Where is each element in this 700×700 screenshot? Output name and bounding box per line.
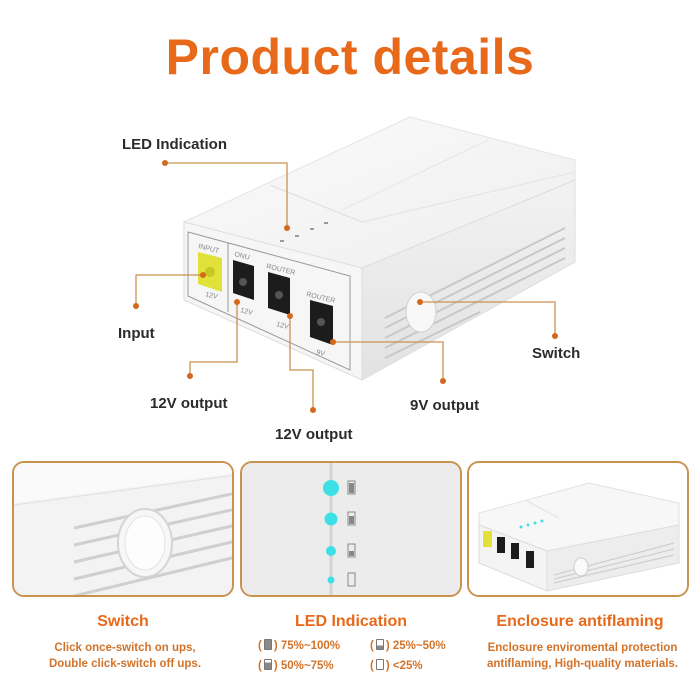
feature-title-enclosure: Enclosure antiflaming: [496, 613, 664, 630]
feature-desc-switch: Click once-switch on ups, Double click-s…: [0, 640, 250, 672]
enclosure-image: [469, 463, 687, 595]
callout-12v-output-onu: 12V output: [150, 395, 228, 412]
feature-desc-enclosure: Enclosure enviromental protection antifl…: [465, 640, 700, 672]
callout-input: Input: [118, 325, 155, 342]
battery-empty-icon: [375, 659, 384, 670]
svg-text:9V: 9V: [316, 349, 326, 358]
ups-device-illustration: INPUT 12V ONU 12V ROUTER 12V ROUTER 9V: [133, 116, 576, 413]
svg-text:12V: 12V: [276, 321, 290, 331]
feature-desc-line: Click once-switch on ups,: [54, 642, 196, 654]
feature-desc-line: Double click-switch off ups.: [48, 658, 202, 670]
battery-full-icon: [263, 639, 272, 650]
enclosure-panel: [467, 461, 689, 597]
svg-text:12V: 12V: [240, 307, 254, 317]
svg-text:ONU: ONU: [234, 251, 251, 262]
led-legend-item: () <25%: [370, 659, 423, 672]
led-1: [323, 480, 339, 496]
led-3: [326, 546, 336, 556]
led-closeup-panel: [240, 461, 462, 597]
led-legend-item: () 50%~75%: [258, 659, 334, 672]
led-2: [324, 512, 338, 526]
led-4: [327, 576, 335, 584]
battery-half-icon: [375, 639, 384, 650]
switch-closeup-image: [14, 463, 232, 595]
page-title: Product details: [165, 29, 535, 85]
switch-closeup-panel: [12, 461, 234, 597]
led-legend-item: () 75%~100%: [258, 639, 341, 652]
feature-title-led: LED Indication: [295, 613, 407, 630]
power-switch-button: [405, 291, 437, 333]
led-closeup-image: [242, 463, 460, 595]
callout-9v-output: 9V output: [410, 397, 480, 414]
callout-12v-output-router: 12V output: [275, 426, 353, 443]
feature-desc-line: Enclosure enviromental protection: [487, 642, 678, 654]
feature-desc-line: antiflaming, High-quality materials.: [486, 658, 679, 670]
led-legend-item: () 25%~50%: [370, 639, 446, 652]
callout-led-indication: LED Indication: [122, 136, 227, 153]
battery-three-quarter-icon: [263, 659, 272, 670]
callout-switch: Switch: [532, 345, 581, 362]
svg-text:12V: 12V: [205, 291, 219, 301]
feature-title-switch: Switch: [97, 613, 149, 630]
